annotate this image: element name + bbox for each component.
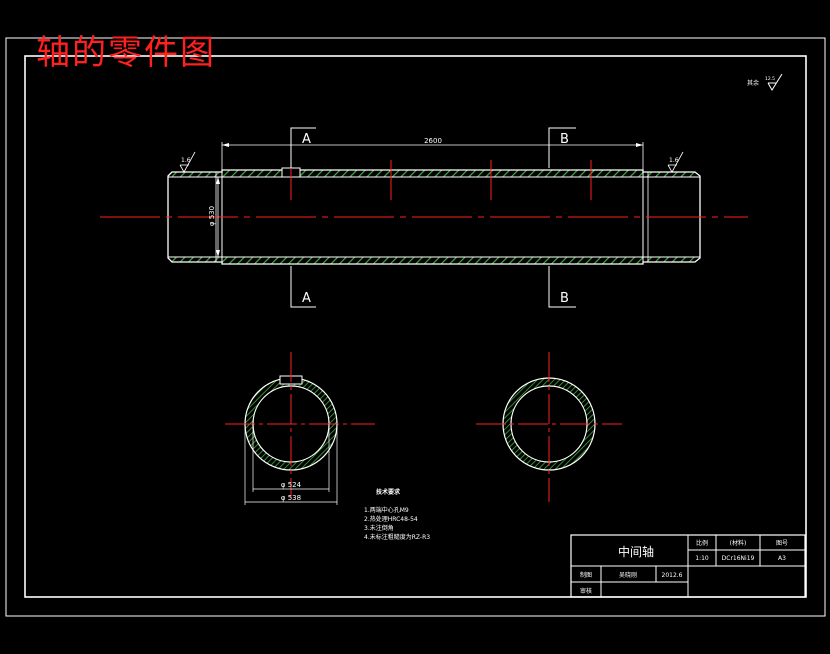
right-roughness-symbol — [667, 151, 684, 173]
diameter-arrow-top — [216, 177, 220, 184]
sheet-value: A3 — [778, 555, 786, 562]
section-b-bottom-line — [548, 266, 576, 308]
inner-frame — [24, 55, 807, 598]
shaft-bottom-wall-hatch — [222, 257, 643, 264]
section-a-bottom-line — [290, 266, 316, 308]
corner-roughness-symbol — [767, 73, 783, 91]
right-roughness-value: 1.6 — [669, 157, 679, 164]
drawn-date: 2012.6 — [662, 572, 683, 579]
shaft-right-end-top-hatch — [643, 172, 695, 177]
section-marker-a-bottom: A — [290, 266, 316, 308]
title-block: 中间轴 比例 1:10 (材料) DCr16Ni19 图号 A3 制图 吴晓刚 … — [570, 534, 806, 598]
section-a-inner-dim-text: φ 524 — [281, 481, 302, 489]
notes-heading: 技术要求 — [376, 488, 401, 496]
section-b-top-line — [548, 127, 576, 168]
left-roughness-value: 1.6 — [181, 157, 191, 164]
corner-roughness: 其余 12.5 — [747, 73, 783, 91]
section-a-bottom-label: A — [302, 291, 311, 306]
notes-item-3: 3.未注倒角 — [364, 524, 394, 532]
diameter-arrow-bottom — [216, 250, 220, 257]
section-marker-b-bottom: B — [548, 266, 576, 308]
section-a-top-label: A — [302, 132, 311, 147]
outer-frame — [5, 37, 826, 617]
section-a-top-line — [290, 127, 316, 168]
shaft-top-wall-hatch — [222, 170, 643, 177]
material-label: (材料) — [730, 539, 747, 547]
material-value: DCr16Ni19 — [722, 555, 755, 562]
notes-item-4: 4.未标注粗糙度为RZ-R3 — [364, 533, 430, 541]
left-roughness-symbol — [179, 151, 196, 173]
notes-item-2: 2.热处理HRC48-54 — [364, 515, 418, 523]
shaft-front-view: 2600 φ 530 1.6 1.6 A B A — [100, 127, 748, 308]
drawn-label: 制图 — [580, 571, 592, 579]
corner-roughness-value: 12.5 — [765, 76, 775, 82]
shaft-right-end-bottom-hatch — [643, 257, 695, 262]
part-name: 中间轴 — [618, 544, 654, 559]
notes-item-1: 1.两端中心孔M9 — [364, 506, 409, 514]
left-roughness: 1.6 — [179, 151, 196, 173]
shaft-left-end-top-hatch — [172, 172, 222, 177]
scale-value: 1:10 — [695, 555, 709, 562]
section-b-bottom-label: B — [560, 291, 569, 306]
section-a-outer-dim-text: φ 538 — [281, 494, 301, 502]
section-b-top-label: B — [560, 132, 569, 147]
corner-roughness-label: 其余 — [747, 79, 759, 87]
checked-label: 审核 — [580, 587, 592, 595]
section-view-a: φ 524 φ 538 — [225, 352, 375, 505]
drawing-title: 轴的零件图 — [36, 33, 216, 73]
length-arrow-left — [222, 143, 229, 147]
shaft-left-end-bottom-hatch — [172, 257, 222, 262]
length-dimension-text: 2600 — [424, 137, 442, 145]
scale-label: 比例 — [696, 539, 708, 547]
right-roughness: 1.6 — [667, 151, 684, 173]
section-marker-b-top: B — [548, 127, 576, 168]
section-view-b — [476, 352, 622, 502]
sheet-label: 图号 — [776, 540, 788, 547]
length-arrow-right — [636, 143, 643, 147]
section-marker-a-top: A — [290, 127, 316, 168]
technical-notes: 技术要求 1.两端中心孔M9 2.热处理HRC48-54 3.未注倒角 4.未标… — [364, 488, 430, 541]
diameter-dimension-text: φ 530 — [208, 206, 216, 226]
drawn-by: 吴晓刚 — [619, 571, 637, 579]
